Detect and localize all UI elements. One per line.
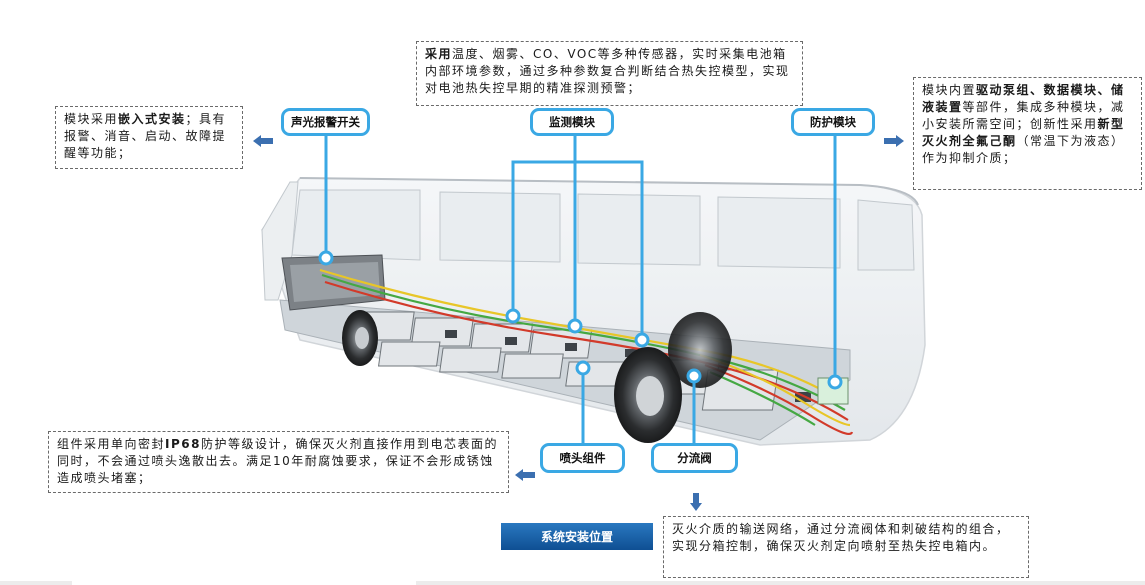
- desc-text: 灭火介质的输送网络，通过分流阀体和刺破结构的组合，实现分箱控制，确保灭火剂定向喷…: [672, 522, 1010, 553]
- desc-text: 模块内置: [922, 83, 977, 97]
- desc-bold-text: 嵌入式安装: [118, 112, 186, 126]
- bus-windows: [291, 189, 915, 271]
- arrow-left-icon: [515, 469, 535, 481]
- desc-diverter-valve: 灭火介质的输送网络，通过分流阀体和刺破结构的组合，实现分箱控制，确保灭火剂定向喷…: [663, 516, 1029, 578]
- caption-install-location: 系统安装位置: [501, 523, 653, 550]
- tag-nozzle-assembly: 喷头组件: [540, 443, 625, 473]
- desc-monitor-module: 采用温度、烟雾、CO、VOC等多种传感器，实时采集电池箱内部环境参数，通过多种参…: [416, 41, 803, 106]
- desc-text: ；具有报警、消音、启动、故障提醒等功能；: [64, 112, 227, 160]
- tag-monitor-module: 监测模块: [530, 108, 614, 136]
- callout-dots: [318, 250, 843, 390]
- desc-alarm-switch: 模块采用嵌入式安装；具有报警、消音、启动、故障提醒等功能；: [55, 106, 243, 169]
- desc-text: 组件采用单向密封: [57, 437, 166, 451]
- desc-nozzle-assembly: 组件采用单向密封IP68防护等级设计，确保灭火剂直接作用到电芯表面的同时，不会通…: [48, 431, 509, 493]
- desc-text: 等部件，集成多种模块，减小安装所需空间；创新性采用: [922, 100, 1125, 131]
- pipe-network: [319, 268, 854, 436]
- arrow-right-icon: [884, 135, 904, 147]
- arrow-down-icon: [690, 493, 702, 511]
- tag-alarm-switch: 声光报警开关: [281, 108, 370, 136]
- desc-protect-module: 模块内置驱动泵组、数据模块、储液装置等部件，集成多种模块，减小安装所需空间；创新…: [913, 77, 1142, 190]
- callout-lines: [324, 134, 837, 445]
- tag-diverter-valve: 分流阀: [651, 443, 738, 473]
- desc-text: （常温下为液态）作为抑制介质；: [922, 134, 1125, 165]
- desc-bold-text: IP68: [165, 437, 201, 451]
- bottom-divider: [416, 581, 1145, 585]
- desc-bold-text: 采用: [425, 47, 453, 61]
- arrow-left-icon: [253, 135, 273, 147]
- desc-text: 温度、烟雾、CO、VOC等多种传感器，实时采集电池箱内部环境参数，通过多种参数复…: [425, 47, 790, 95]
- bottom-divider: [0, 581, 72, 585]
- rear-wheel: [614, 312, 732, 443]
- desc-text: 防护等级设计，确保灭火剂直接作用到电芯表面的同时，不会通过喷头逸散出去。满足10…: [57, 437, 498, 485]
- tag-protect-module: 防护模块: [791, 108, 875, 136]
- desc-bold-text: 驱动泵组、数据模块、储液装置: [922, 83, 1125, 114]
- desc-bold-text: 新型灭火剂全氟己酮: [922, 117, 1125, 148]
- front-wheel: [342, 310, 378, 366]
- desc-text: 模块采用: [64, 112, 119, 126]
